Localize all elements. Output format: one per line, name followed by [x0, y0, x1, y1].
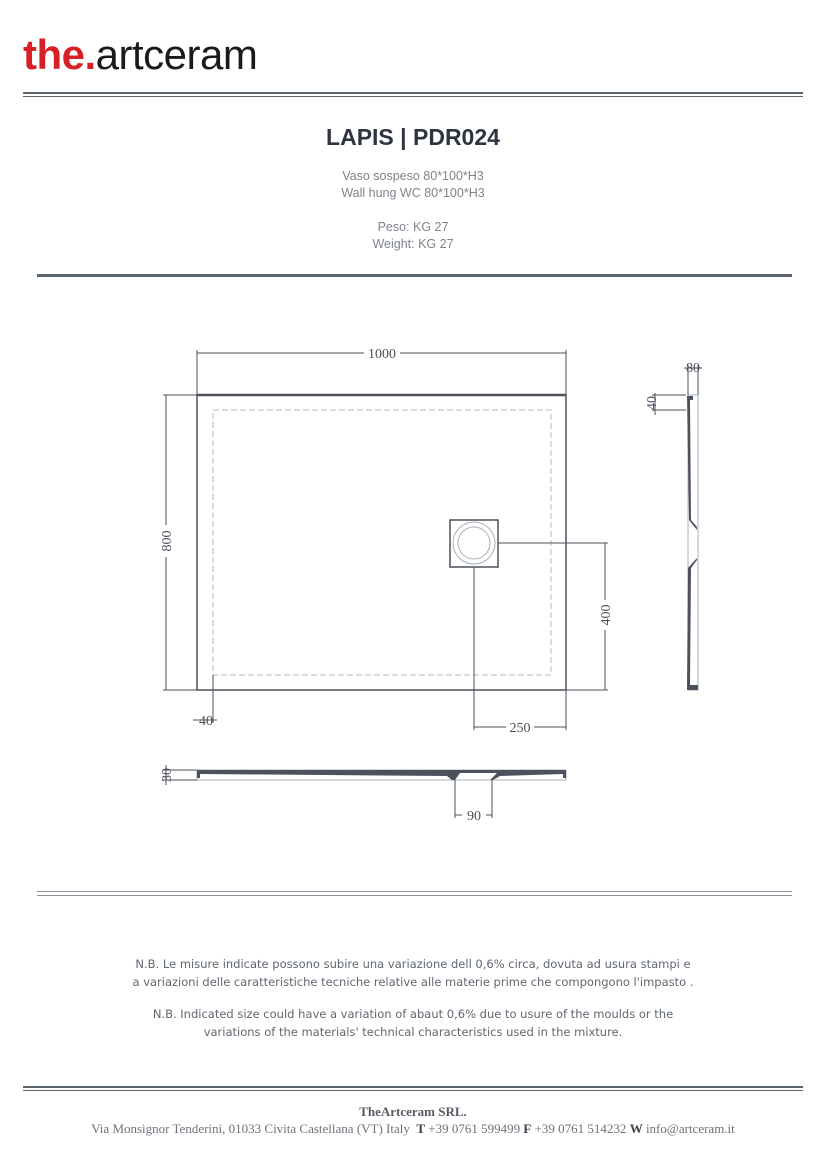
drain-inner-circle	[457, 526, 491, 560]
weight-en: Weight: KG 27	[372, 237, 454, 251]
web-label: W	[629, 1121, 643, 1136]
dim-drain-x: 250	[510, 721, 531, 736]
footer-divider	[23, 1086, 803, 1091]
dim-drain-diameter: 90	[467, 809, 481, 824]
dim-side-top: 80	[686, 361, 700, 376]
fax: +39 0761 514232	[534, 1121, 627, 1136]
description-en: Wall hung WC 80*100*H3	[341, 186, 485, 200]
company-contacts: Via Monsignor Tenderini, 01033 Civita Ca…	[0, 1121, 826, 1137]
dim-side-border: 40	[645, 396, 660, 410]
description-it: Vaso sospeso 80*100*H3	[342, 169, 484, 183]
dim-drain-y: 400	[599, 605, 614, 626]
logo-prefix: the.	[23, 31, 96, 78]
phone-label: T	[416, 1121, 426, 1136]
artceram-logo: the.artceram	[23, 30, 258, 80]
weight-it: Peso: KG 27	[377, 220, 449, 234]
product-title: LAPIS | PDR024	[326, 124, 500, 150]
dim-section-height: 30	[160, 768, 175, 782]
dim-width: 1000	[368, 347, 396, 362]
header-divider	[23, 92, 803, 97]
note-en-line1: N.B. Indicated size could have a variati…	[152, 1007, 674, 1021]
email-link[interactable]: info@artceram.it	[645, 1121, 735, 1136]
fax-label: F	[523, 1121, 532, 1136]
notes-divider	[37, 891, 792, 896]
note-en-line2: variations of the materials' technical c…	[203, 1025, 623, 1039]
dim-border: 40	[199, 714, 213, 729]
logo-name: artceram	[95, 31, 258, 78]
drain-outer-circle	[452, 521, 496, 565]
note-it-line2: a variazioni delle caratteristiche tecni…	[132, 975, 694, 989]
dim-depth: 800	[160, 531, 175, 552]
technical-drawing: 1000 800 400 250 40 80 40 30 90	[159, 345, 702, 824]
note-it-line1: N.B. Le misure indicate possono subire u…	[135, 957, 691, 971]
address: Via Monsignor Tenderini, 01033 Civita Ca…	[91, 1121, 410, 1136]
title-divider	[37, 274, 792, 277]
phone: +39 0761 599499	[428, 1121, 521, 1136]
company-name: TheArtceram SRL.	[359, 1104, 467, 1119]
